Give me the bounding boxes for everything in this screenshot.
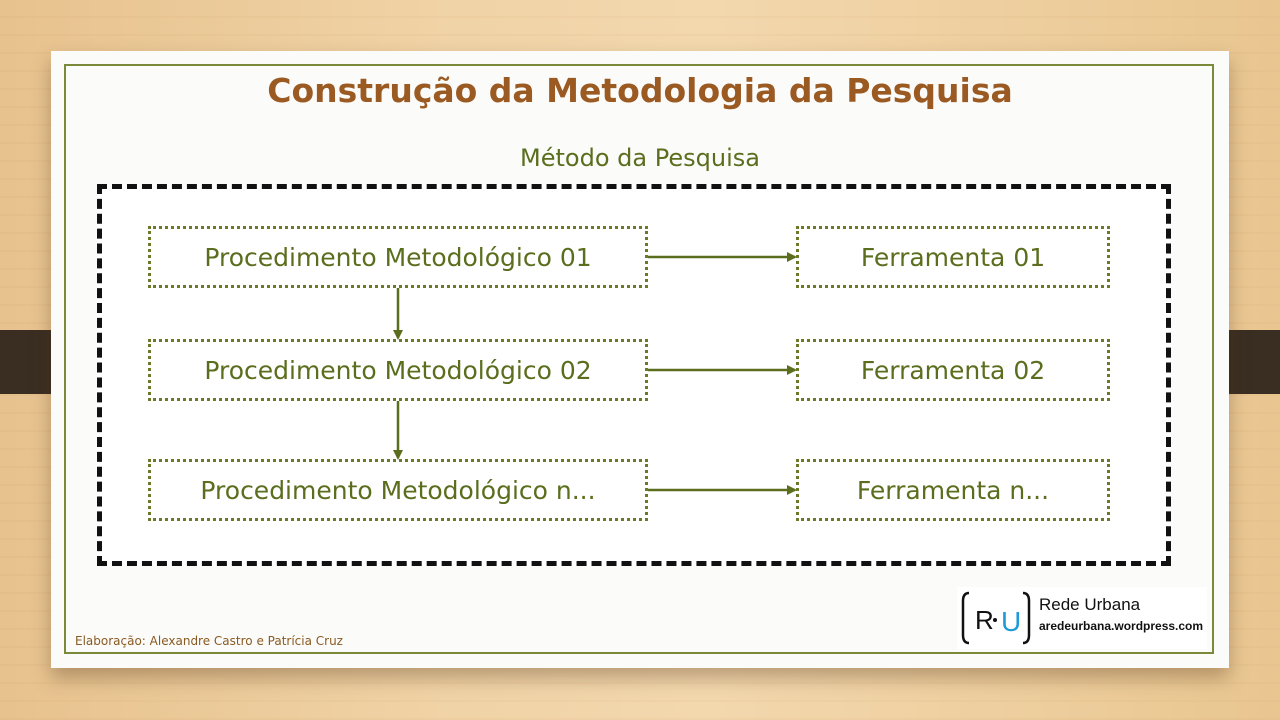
- tool-box-2: Ferramenta 02: [796, 339, 1110, 401]
- procedure-label-n: Procedimento Metodológico n...: [200, 475, 596, 505]
- procedure-label-1: Procedimento Metodológico 01: [204, 242, 592, 272]
- tool-label-n: Ferramenta n...: [856, 475, 1050, 505]
- procedure-box-n: Procedimento Metodológico n...: [148, 459, 648, 521]
- ru-logo-mark: R U: [961, 591, 1031, 645]
- slide-frame: [64, 64, 1214, 654]
- procedure-box-1: Procedimento Metodológico 01: [148, 226, 648, 288]
- tool-box-n: Ferramenta n...: [796, 459, 1110, 521]
- tool-label-2: Ferramenta 02: [860, 355, 1046, 385]
- logo-url: aredeurbana.wordpress.com: [1039, 619, 1204, 633]
- tool-box-1: Ferramenta 01: [796, 226, 1110, 288]
- tool-label-1: Ferramenta 01: [860, 242, 1046, 272]
- method-subtitle: Método da Pesquisa: [520, 144, 760, 172]
- rede-urbana-logo: R U Rede Urbana aredeurbana.wordpress.co…: [957, 587, 1207, 649]
- procedure-box-2: Procedimento Metodológico 02: [148, 339, 648, 401]
- credit-footer: Elaboração: Alexandre Castro e Patrícia …: [75, 634, 343, 648]
- procedure-label-2: Procedimento Metodológico 02: [204, 355, 592, 385]
- logo-name: Rede Urbana: [1039, 595, 1141, 614]
- slide: Construção da Metodologia da Pesquisa Mé…: [51, 51, 1229, 668]
- slide-title: Construção da Metodologia da Pesquisa: [267, 71, 1013, 110]
- logo-mark-r: R: [975, 605, 994, 635]
- logo-mark-u: U: [1001, 606, 1021, 637]
